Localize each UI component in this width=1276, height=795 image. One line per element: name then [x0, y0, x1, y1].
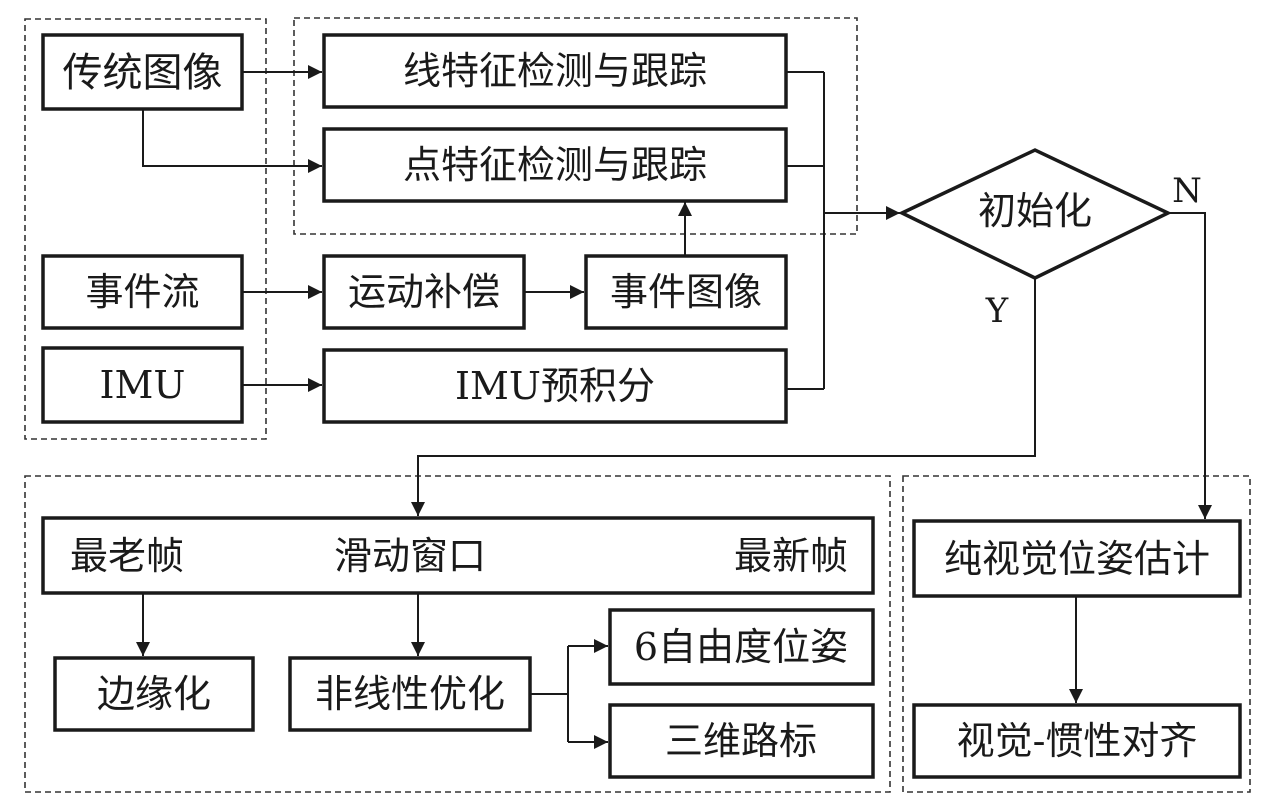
node-event-stream: 事件流	[85, 270, 199, 314]
feature-tracking-group	[293, 17, 858, 235]
sliding-window-oldest-frame: 最老帧	[70, 534, 184, 578]
node-pose-6dof-box	[608, 608, 875, 686]
sliding-window-group	[24, 475, 891, 793]
node-visual-inertial-alignment-box	[912, 703, 1242, 779]
node-traditional-image: 传统图像	[63, 50, 223, 96]
node-imu-preintegration: IMU预积分	[455, 364, 655, 408]
node-motion-compensation-box	[322, 254, 526, 330]
node-point-feature: 点特征检测与跟踪	[403, 143, 707, 187]
sensor-input-group	[24, 18, 267, 440]
node-motion-compensation: 运动补偿	[348, 270, 500, 314]
sliding-window-title: 滑动窗口	[334, 534, 486, 578]
node-traditional-image-box	[41, 33, 244, 111]
node-initialization-diamond	[897, 148, 1173, 280]
node-visual-inertial-alignment: 视觉-惯性对齐	[957, 719, 1198, 763]
edge-init-no	[1168, 212, 1212, 519]
node-vision-only-pose: 纯视觉位姿估计	[944, 537, 1210, 581]
node-marginalization: 边缘化	[97, 672, 211, 716]
node-event-image-box	[584, 254, 788, 330]
node-imu-box	[41, 346, 244, 424]
edge-init-yes	[411, 278, 1036, 516]
node-marginalization-box	[53, 656, 255, 732]
node-point-feature-box	[322, 127, 788, 203]
node-nonlinear-optimization-box	[288, 656, 532, 732]
branch-no-label: N	[1172, 171, 1202, 211]
node-initialization: 初始化	[978, 189, 1092, 233]
node-imu-preintegration-box	[322, 348, 788, 424]
node-line-feature-box	[322, 33, 788, 109]
branch-yes-label: Y	[985, 291, 1009, 331]
initialization-group	[902, 475, 1251, 793]
node-sliding-window-box	[41, 516, 875, 595]
node-pose-6dof: 6自由度位姿	[634, 625, 848, 669]
sliding-window-newest-frame: 最新帧	[734, 534, 848, 578]
node-landmarks-3d-box	[608, 703, 875, 779]
edge-traditional-to-point	[142, 109, 322, 173]
node-nonlinear-optimization: 非线性优化	[315, 672, 505, 716]
node-imu: IMU	[100, 363, 186, 407]
node-event-image: 事件图像	[610, 270, 762, 314]
node-line-feature: 线特征检测与跟踪	[403, 49, 707, 93]
node-event-stream-box	[41, 254, 244, 330]
node-vision-only-pose-box	[912, 519, 1242, 598]
node-landmarks-3d: 三维路标	[665, 719, 817, 763]
